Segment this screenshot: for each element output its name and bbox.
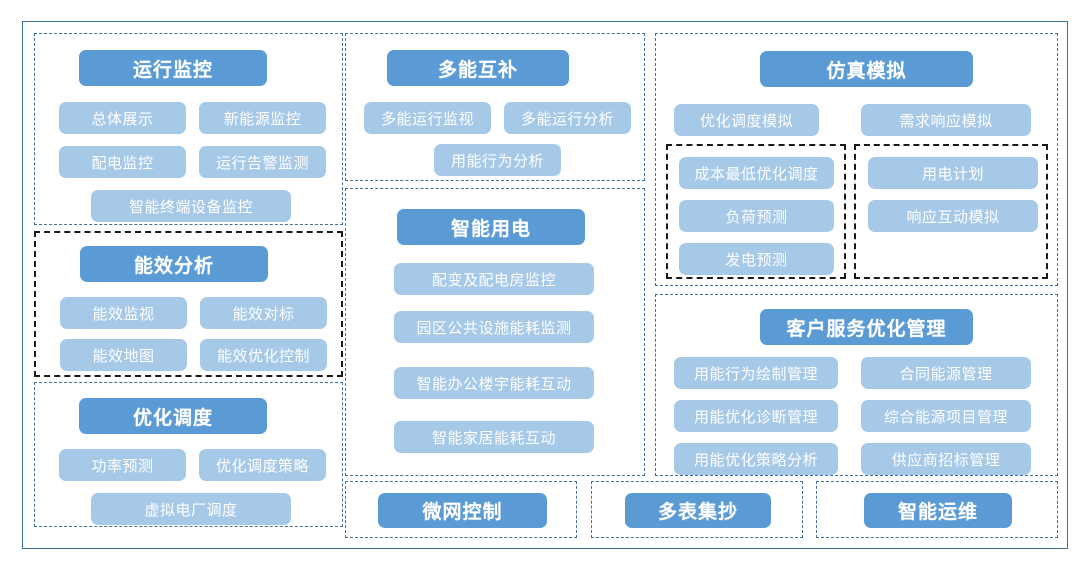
item-nengxiao-ditu[interactable]: 能效地图 bbox=[60, 339, 187, 371]
item-zhineng-jiaju-nenghao-hudong[interactable]: 智能家居能耗互动 bbox=[394, 421, 594, 453]
panel-header-duoneng-hubu[interactable]: 多能互补 bbox=[387, 50, 569, 86]
item-zhineng-bangong-louyu-nenghao-hudong[interactable]: 智能办公楼宇能耗互动 bbox=[394, 367, 594, 399]
item-gonglv-yuce[interactable]: 功率预测 bbox=[59, 449, 186, 481]
panel-zhineng-yunwei[interactable]: 智能运维 bbox=[816, 481, 1058, 538]
subgroup-fangzhen-sub-left[interactable]: 成本最低优化调度 负荷预测 发电预测 bbox=[666, 144, 846, 279]
panel-zhineng-yongdian[interactable]: 智能用电 配变及配电房监控 园区公共设施能耗监测 智能办公楼宇能耗互动 智能家居… bbox=[345, 188, 645, 476]
panel-header-duobiao-jichao[interactable]: 多表集抄 bbox=[625, 493, 771, 528]
panel-youhua-diaodu[interactable]: 优化调度 功率预测 优化调度策略 虚拟电厂调度 bbox=[34, 382, 343, 527]
item-zhineng-zhongduan-shebei-jiankong[interactable]: 智能终端设备监控 bbox=[91, 190, 291, 222]
item-gongyingshang-zhaobiao-guanli[interactable]: 供应商招标管理 bbox=[861, 443, 1031, 475]
item-yongneng-xingwei-huizhi-guanli[interactable]: 用能行为绘制管理 bbox=[674, 357, 838, 389]
item-youhua-diaodu-moni[interactable]: 优化调度模拟 bbox=[674, 104, 819, 136]
panel-duoneng-hubu[interactable]: 多能互补 多能运行监视 多能运行分析 用能行为分析 bbox=[345, 33, 645, 181]
item-yongneng-youhua-celve-fenxi[interactable]: 用能优化策略分析 bbox=[674, 443, 838, 475]
panel-header-zhineng-yunwei[interactable]: 智能运维 bbox=[864, 493, 1012, 528]
item-hetong-nengyuan-guanli[interactable]: 合同能源管理 bbox=[861, 357, 1031, 389]
item-chengben-zuidi-youhua-diaodu[interactable]: 成本最低优化调度 bbox=[679, 157, 834, 189]
item-nengxiao-youhua-kongzhi[interactable]: 能效优化控制 bbox=[200, 339, 327, 371]
item-xiangying-hudong-moni[interactable]: 响应互动模拟 bbox=[868, 200, 1038, 232]
item-nengxiao-duibiao[interactable]: 能效对标 bbox=[200, 297, 327, 329]
item-fadian-yuce[interactable]: 发电预测 bbox=[679, 243, 834, 275]
item-duoneng-yunxing-jianshi[interactable]: 多能运行监视 bbox=[364, 102, 491, 134]
item-yongdian-jihua[interactable]: 用电计划 bbox=[868, 157, 1038, 189]
panel-fangzhen-moni[interactable]: 仿真模拟 优化调度模拟 需求响应模拟 成本最低优化调度 负荷预测 发电预测 用电… bbox=[655, 33, 1058, 286]
panel-duobiao-jichao[interactable]: 多表集抄 bbox=[591, 481, 803, 538]
panel-header-weiwang-kongzhi[interactable]: 微网控制 bbox=[378, 493, 547, 528]
panel-kehu-fuwu-youhua-guanli[interactable]: 客户服务优化管理 用能行为绘制管理 合同能源管理 用能优化诊断管理 综合能源项目… bbox=[655, 294, 1058, 476]
panel-header-yunxing-jiankong[interactable]: 运行监控 bbox=[79, 50, 267, 86]
item-fuhe-yuce[interactable]: 负荷预测 bbox=[679, 200, 834, 232]
item-zongti-zhanshi[interactable]: 总体展示 bbox=[59, 102, 186, 134]
panel-header-kehu-fuwu-youhua-guanli[interactable]: 客户服务优化管理 bbox=[760, 309, 973, 345]
item-yongneng-xingwei-fenxi[interactable]: 用能行为分析 bbox=[434, 144, 561, 176]
item-xuni-dianchang-diaodu[interactable]: 虚拟电厂调度 bbox=[91, 493, 291, 525]
item-nengxiao-jianshi[interactable]: 能效监视 bbox=[60, 297, 187, 329]
subgroup-fangzhen-sub-right[interactable]: 用电计划 响应互动模拟 bbox=[854, 144, 1048, 279]
item-yunxing-gaojing-jiance[interactable]: 运行告警监测 bbox=[199, 146, 326, 178]
panel-nengxiao-fenxi[interactable]: 能效分析 能效监视 能效对标 能效地图 能效优化控制 bbox=[34, 231, 343, 377]
item-youhua-diaodu-celve[interactable]: 优化调度策略 bbox=[199, 449, 326, 481]
panel-header-nengxiao-fenxi[interactable]: 能效分析 bbox=[80, 246, 268, 282]
panel-yunxing-jiankong[interactable]: 运行监控 总体展示 新能源监控 配电监控 运行告警监测 智能终端设备监控 bbox=[34, 33, 343, 225]
item-yongneng-youhua-zhenduan-guanli[interactable]: 用能优化诊断管理 bbox=[674, 400, 838, 432]
panel-header-youhua-diaodu[interactable]: 优化调度 bbox=[79, 398, 267, 434]
panel-header-zhineng-yongdian[interactable]: 智能用电 bbox=[397, 209, 585, 245]
item-xuqiu-xiangying-moni[interactable]: 需求响应模拟 bbox=[861, 104, 1031, 136]
panel-header-fangzhen-moni[interactable]: 仿真模拟 bbox=[760, 51, 973, 87]
diagram-canvas: 运行监控 总体展示 新能源监控 配电监控 运行告警监测 智能终端设备监控 能效分… bbox=[22, 21, 1068, 549]
item-duoneng-yunxing-fenxi[interactable]: 多能运行分析 bbox=[504, 102, 631, 134]
item-zonghe-nengyuan-xiangmu-guanli[interactable]: 综合能源项目管理 bbox=[861, 400, 1031, 432]
item-peidian-jiankong[interactable]: 配电监控 bbox=[59, 146, 186, 178]
panel-weiwang-kongzhi[interactable]: 微网控制 bbox=[345, 481, 577, 538]
item-yuanqu-gonggong-sheshi-nenghao-jiance[interactable]: 园区公共设施能耗监测 bbox=[394, 311, 594, 343]
item-xinnengyuan-jiankong[interactable]: 新能源监控 bbox=[199, 102, 326, 134]
item-peibian-ji-peidianfang-jiankong[interactable]: 配变及配电房监控 bbox=[394, 263, 594, 295]
